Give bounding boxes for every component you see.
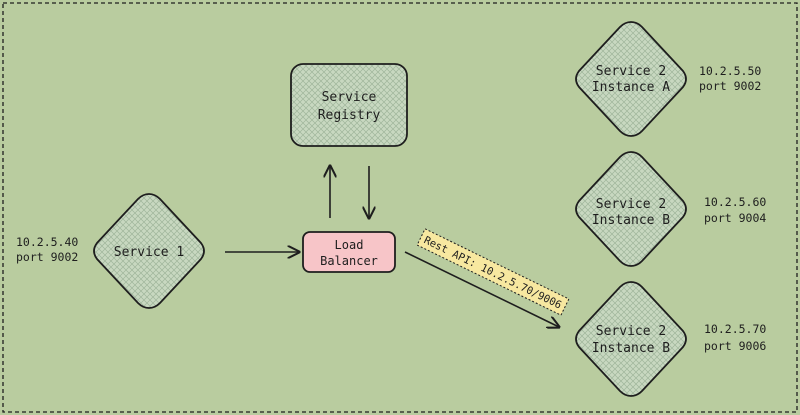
service-1-address: 10.2.5.40 port 9002: [16, 235, 78, 264]
service-1-ip: 10.2.5.40: [16, 235, 78, 249]
rest-api-label: Rest API: 10.2.5.70/9006: [422, 234, 564, 311]
instance-b-upper-port: port 9004: [704, 211, 766, 225]
instance-a-label-line1: Service 2: [596, 64, 666, 79]
service-registry-label-line2: Registry: [318, 108, 381, 123]
instance-b-lower-port: port 9006: [704, 339, 766, 353]
instance-b-lower-address: 10.2.5.70 port 9006: [704, 322, 766, 353]
service-1-node: Service 1: [93, 193, 205, 309]
arrow-load-balancer-to-instance-b: [404, 251, 559, 327]
service-registry-label-line1: Service: [322, 90, 377, 105]
instance-a-port: port 9002: [699, 79, 761, 93]
service-2-instance-b-lower-node: Service 2 Instance B: [575, 281, 687, 397]
instance-b-lower-label-line2: Instance B: [592, 341, 670, 356]
instance-a-label-line2: Instance A: [592, 80, 670, 95]
load-balancer-label-line1: Load: [335, 238, 364, 252]
service-1-port: port 9002: [16, 250, 78, 264]
service-1-label: Service 1: [114, 245, 184, 260]
service-2-instance-a-node: Service 2 Instance A: [575, 21, 687, 137]
instance-a-ip: 10.2.5.50: [699, 64, 761, 78]
load-balancer-label-line2: Balancer: [320, 254, 378, 268]
load-balancer-node: Load Balancer: [302, 231, 396, 273]
instance-b-lower-label-line1: Service 2: [596, 324, 666, 339]
instance-b-upper-label-line2: Instance B: [592, 213, 670, 228]
service-2-instance-b-upper-node: Service 2 Instance B: [575, 151, 687, 267]
instance-b-upper-ip: 10.2.5.60: [704, 195, 766, 209]
instance-b-lower-ip: 10.2.5.70: [704, 322, 766, 336]
rest-api-annotation: Rest API: 10.2.5.70/9006: [416, 228, 570, 316]
instance-b-upper-address: 10.2.5.60 port 9004: [704, 195, 766, 225]
instance-b-upper-label-line1: Service 2: [596, 197, 666, 212]
instance-a-address: 10.2.5.50 port 9002: [699, 64, 761, 93]
service-registry-node: Service Registry: [290, 63, 408, 147]
